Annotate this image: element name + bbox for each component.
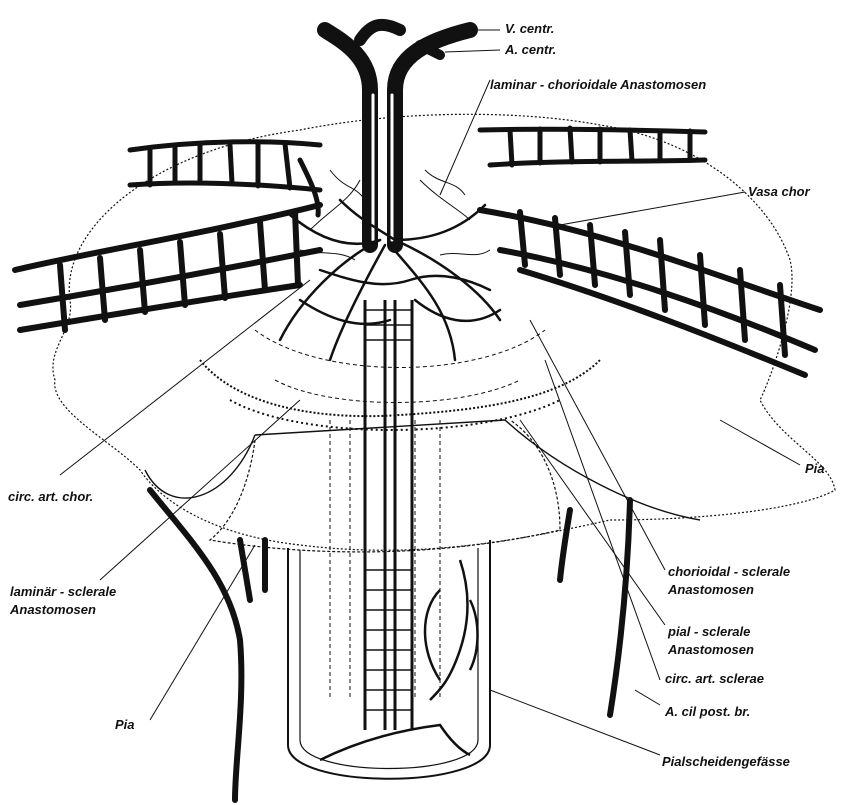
central-vessels — [325, 25, 470, 245]
choroidal-vessels-left — [15, 205, 320, 330]
label-chorioidal-sclerale-2: Anastomosen — [668, 583, 754, 596]
central-vessels-in-nerve — [365, 300, 412, 730]
choroid-sclera-outline — [53, 114, 835, 550]
label-pial-sclerale-2: Anastomosen — [668, 643, 754, 656]
label-pialscheidengefaesse: Pialscheidengefässe — [662, 755, 790, 768]
label-vasa-chor: Vasa chor — [748, 185, 810, 198]
label-pia-right: Pia — [805, 462, 825, 475]
choroidal-vessels-right — [480, 210, 820, 375]
label-laminar-sclerale-2: Anastomosen — [10, 603, 96, 616]
label-pial-sclerale-1: pial - sclerale — [668, 625, 750, 638]
label-laminar-chorioidale: laminar - chorioidale Anastomosen — [490, 78, 706, 91]
label-pia-left: Pia — [115, 718, 135, 731]
optic-nerve-sheath — [288, 540, 490, 779]
pia-sheet — [145, 420, 700, 520]
label-laminar-sclerale-1: laminär - sclerale — [10, 585, 116, 598]
posterior-ciliary-arteries — [150, 490, 630, 800]
label-a-cil-post-br: A. cil post. br. — [665, 705, 750, 718]
label-circ-art-chor: circ. art. chor. — [8, 490, 93, 503]
label-chorioidal-sclerale-1: chorioidal - sclerale — [668, 565, 790, 578]
label-circ-art-sclerae: circ. art. sclerae — [665, 672, 764, 685]
nerve-dashed-lines — [255, 330, 545, 700]
label-v-centr: V. centr. — [505, 22, 554, 35]
choroidal-vessels-upper-right — [480, 128, 705, 165]
label-a-centr: A. centr. — [505, 43, 556, 56]
choroidal-vessels-upper-left — [130, 142, 320, 215]
